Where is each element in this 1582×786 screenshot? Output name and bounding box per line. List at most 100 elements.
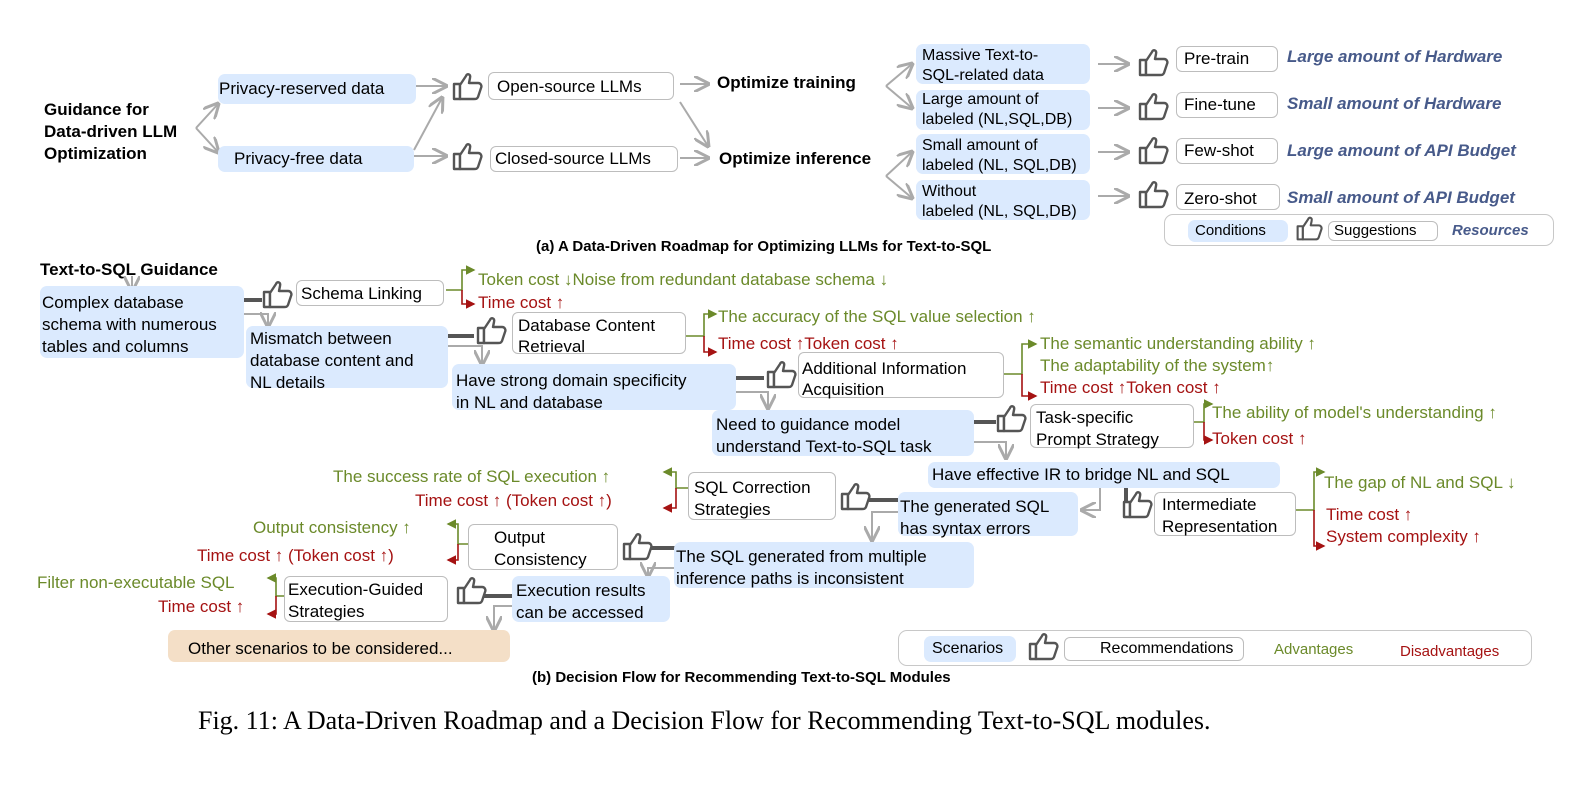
condition-line: Large amount of: [922, 91, 1039, 108]
advantage-label: Token cost ↓Noise from redundant databas…: [478, 270, 889, 289]
thumbs-up-icon: [452, 143, 483, 171]
suggestion-label: Pre-train: [1184, 49, 1250, 68]
module-line: Prompt Strategy: [1036, 430, 1159, 449]
thumbs-up-icon: [1296, 216, 1323, 241]
scenario-line: inference paths is inconsistent: [676, 569, 904, 588]
disadvantage-label: Time cost ↑ (Token cost ↑): [197, 546, 394, 565]
module-box: [1154, 492, 1296, 536]
module-label: Schema Linking: [301, 284, 422, 303]
scenario-box: [512, 576, 670, 622]
advantage-label: The gap of NL and SQL ↓: [1324, 473, 1516, 492]
disadvantage-label: System complexity ↑: [1326, 527, 1481, 546]
module-line: Strategies: [288, 602, 365, 621]
scenario-box: [452, 364, 736, 410]
resource-label: Small amount of Hardware: [1287, 94, 1502, 113]
optimize-training-label: Optimize training: [717, 73, 856, 92]
closed-llms-box: [490, 146, 678, 172]
suggestion-label: Fine-tune: [1184, 95, 1256, 114]
thumbs-up-icon: [996, 405, 1027, 433]
module-box: [798, 352, 1004, 398]
module-box: [1030, 404, 1194, 448]
thumbs-up-icon: [1138, 49, 1169, 77]
privacy-free-box: [218, 146, 414, 172]
scenario-line: Complex database: [42, 293, 184, 312]
module-line: Task-specific: [1036, 408, 1134, 427]
scenario-line: database content and: [250, 351, 414, 370]
scenario-box: [246, 326, 448, 388]
resource-label: Large amount of API Budget: [1287, 141, 1516, 160]
scenario-line: schema with numerous: [42, 315, 217, 334]
advantage-label: The accuracy of the SQL value selection …: [718, 307, 1036, 326]
condition-line: labeled (NL, SQL,DB): [922, 203, 1077, 220]
legend-conditions-swatch: [1188, 220, 1288, 242]
caption-a: (a) A Data-Driven Roadmap for Optimizing…: [536, 238, 992, 255]
scenario-line: tables and columns: [42, 337, 189, 356]
condition-line: labeled (NL, SQL,DB): [922, 157, 1077, 174]
module-line: Database Content: [518, 316, 656, 335]
scenario-box: [40, 286, 244, 358]
thumbs-up-icon: [452, 73, 483, 101]
condition-label: Without labeled (NL, SQL,DB): [922, 182, 1077, 222]
other-scenarios-label: Other scenarios to be considered...: [188, 639, 453, 658]
disadvantage-label: Time cost ↑Token cost ↑: [718, 334, 899, 353]
optimize-inference-label: Optimize inference: [719, 149, 872, 168]
thumbs-up-icon: [262, 281, 293, 309]
other-scenarios-box: [168, 630, 510, 662]
disadvantage-label: Time cost ↑: [1326, 505, 1413, 524]
module-box: [468, 524, 618, 570]
scenario-box: [674, 542, 974, 588]
scenario-line: Have strong domain specificity: [456, 371, 687, 390]
advantage-label: Output consistency ↑: [253, 518, 411, 537]
suggestion-box: [1176, 138, 1278, 164]
open-llms-box: [488, 72, 674, 100]
advantage-label: The semantic understanding ability ↑: [1040, 334, 1316, 353]
privacy-reserved-box: [218, 74, 416, 104]
module-line: Additional Information: [802, 359, 967, 378]
privacy-reserved-label: Privacy-reserved data: [219, 79, 385, 98]
disadvantage-label: Time cost ↑: [158, 597, 245, 616]
advantage-label: Filter non-executable SQL: [37, 573, 235, 592]
legend-advantages-label: Advantages: [1274, 641, 1354, 658]
thumbs-up-icon: [1028, 633, 1059, 661]
guidance-line: Optimization: [44, 144, 147, 163]
guidance-label: Guidance for Data-driven LLM Optimizatio…: [44, 99, 177, 165]
condition-line: SQL-related data: [922, 67, 1044, 84]
thumbs-up-icon: [1122, 491, 1153, 519]
thumbs-up-icon: [1138, 181, 1169, 209]
scenario-line: Mismatch between: [250, 329, 392, 348]
disadvantage-label: Time cost ↑Token cost ↑: [1040, 378, 1221, 397]
scenario-label: Have effective IR to bridge NL and SQL: [932, 465, 1230, 484]
thumbs-up-icon: [840, 483, 871, 511]
thumbs-up-icon: [1138, 137, 1169, 165]
module-line: Acquisition: [802, 380, 885, 399]
disadvantage-label: Time cost ↑ (Token cost ↑): [415, 491, 612, 510]
module-line: Output: [494, 528, 546, 547]
suggestion-label: Few-shot: [1184, 141, 1254, 160]
legend-resources-label: Resources: [1452, 222, 1529, 239]
module-line: Strategies: [694, 500, 771, 519]
condition-box: [916, 134, 1090, 174]
scenario-line: Execution results: [516, 581, 646, 600]
legend-suggestions-swatch: [1328, 221, 1438, 241]
legend-suggestions-label: Suggestions: [1334, 222, 1417, 239]
thumbs-up-icon: [456, 577, 487, 605]
advantage-label: The ability of model's understanding ↑: [1212, 403, 1497, 422]
condition-line: Small amount of: [922, 137, 1038, 154]
open-llms-label: Open-source LLMs: [497, 77, 642, 96]
condition-line: Without: [922, 183, 977, 200]
module-line: Consistency: [494, 550, 587, 569]
thumbs-up-icon: [766, 361, 797, 389]
legend-scenarios-swatch: [924, 636, 1016, 662]
legend-conditions-label: Conditions: [1195, 222, 1266, 239]
